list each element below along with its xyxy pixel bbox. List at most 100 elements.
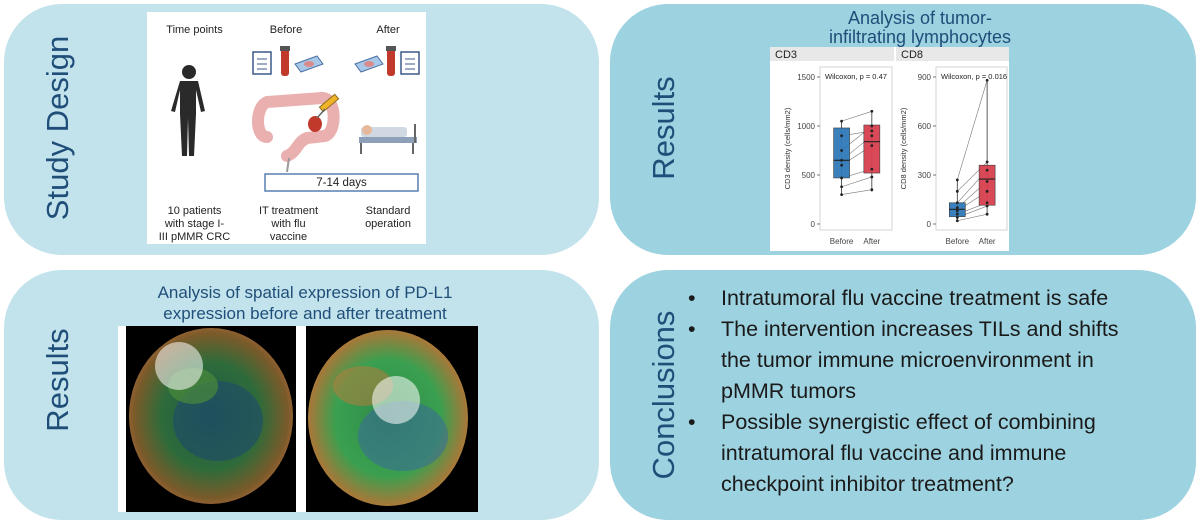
- header-time-points: Time points: [166, 24, 223, 36]
- data-point: [955, 219, 959, 223]
- data-point: [840, 185, 843, 189]
- conclusion-item: • The intervention increases TILs and sh…: [688, 314, 1183, 407]
- data-point: [955, 212, 959, 216]
- y-axis-label: CD8 density (cells/mm2): [899, 107, 908, 189]
- data-point: [840, 149, 843, 152]
- y-tick-label: 600: [918, 122, 932, 131]
- data-point: [955, 216, 959, 219]
- data-point: [985, 201, 989, 205]
- data-point: [840, 193, 843, 197]
- data-point: [870, 175, 874, 179]
- slide-icon-before: [294, 55, 324, 73]
- header-before: Before: [269, 24, 303, 36]
- til-title: Analysis of tumor- infiltrating lymphocy…: [828, 8, 1012, 47]
- y-tick-label: 1500: [797, 73, 815, 82]
- plot-area: [935, 66, 1008, 231]
- study-design-label: Study Design: [40, 35, 75, 221]
- data-point: [955, 206, 959, 210]
- tissue-image-after: [306, 326, 478, 512]
- caption-patients: 10 patients with stage I- III pMMR CRC: [158, 205, 231, 243]
- conclusions-list: • Intratumoral flu vaccine treatment is …: [688, 283, 1183, 500]
- pdl1-images-frame: [118, 326, 478, 512]
- tissue-image-before: [126, 326, 296, 512]
- data-point: [985, 160, 989, 164]
- wilcoxon-annotation: Wilcoxon, p = 0.47: [825, 72, 887, 81]
- data-point: [840, 119, 843, 123]
- pdl1-image-pair: [126, 326, 478, 512]
- facet-strip: [896, 47, 1009, 61]
- hospital-bed-icon: [359, 124, 417, 154]
- data-point: [840, 158, 843, 162]
- data-point: [870, 144, 874, 147]
- data-point: [870, 134, 874, 138]
- clipboard-icon-before: [252, 51, 272, 75]
- facet-title: CD3: [775, 49, 797, 61]
- data-point: [955, 178, 959, 182]
- y-tick-label: 300: [918, 171, 932, 180]
- y-tick-label: 0: [927, 220, 932, 229]
- facet-title: CD8: [901, 49, 923, 61]
- syringe-icon: [316, 93, 340, 119]
- data-point: [985, 180, 989, 183]
- y-tick-label: 0: [811, 220, 816, 229]
- data-point: [870, 124, 874, 128]
- patient-silhouette-icon: [171, 65, 205, 156]
- days-bar: [264, 173, 419, 192]
- data-point: [955, 209, 959, 213]
- data-point: [840, 163, 843, 167]
- data-point: [870, 129, 874, 133]
- region-marker-before: [155, 342, 203, 390]
- region-marker-after: [372, 376, 420, 424]
- data-point: [985, 212, 989, 216]
- pair-line: [841, 189, 872, 195]
- bullet-dot: •: [688, 410, 696, 434]
- study-design-figure: Time points Before After: [147, 12, 426, 244]
- facet-strip: [770, 47, 894, 61]
- data-point: [955, 189, 959, 193]
- caption-standard-operation: Standard operation: [365, 205, 411, 230]
- data-point: [985, 204, 989, 208]
- conclusion-item: • Possible synergistic effect of combini…: [688, 407, 1183, 500]
- data-point: [840, 134, 843, 138]
- clipboard-icon-after: [400, 51, 420, 75]
- conclusions-panel: [610, 270, 1196, 520]
- data-point: [870, 109, 874, 113]
- x-tick-label: After: [863, 237, 880, 246]
- x-tick-label: After: [979, 237, 996, 246]
- data-point: [870, 167, 874, 171]
- conclusions-label: Conclusions: [646, 310, 681, 480]
- colon-illustration-icon: [252, 91, 340, 173]
- caption-it-treatment: IT treatment with flu vaccine: [258, 205, 319, 243]
- data-point: [985, 189, 989, 193]
- header-after: After: [376, 24, 400, 36]
- blood-tube-icon: [280, 46, 290, 76]
- pair-line: [841, 111, 872, 122]
- results-label-top: Results: [646, 76, 681, 180]
- days-label: 7-14 days: [316, 177, 367, 189]
- data-point: [955, 201, 959, 205]
- y-axis-label: CD3 density (cells/mm2): [783, 107, 792, 189]
- y-tick-label: 1000: [797, 122, 815, 131]
- study-design-illustration: [171, 46, 420, 192]
- conclusion-item: • Intratumoral flu vaccine treatment is …: [688, 283, 1183, 314]
- data-point: [870, 188, 874, 192]
- x-tick-label: Before: [946, 237, 970, 246]
- results-label-bottom: Results: [40, 328, 75, 432]
- blood-tube-icon-after: [386, 46, 396, 76]
- bullet-dot: •: [688, 317, 696, 341]
- x-tick-label: Before: [830, 237, 854, 246]
- data-point: [840, 176, 843, 180]
- slide-icon-after: [354, 55, 384, 73]
- bullet-dot: •: [688, 286, 696, 310]
- data-point: [985, 78, 989, 82]
- y-tick-label: 900: [918, 73, 932, 82]
- pdl1-title: Analysis of spatial expression of PD-L1 …: [157, 283, 453, 323]
- pair-line: [957, 80, 988, 180]
- data-point: [985, 168, 989, 172]
- wilcoxon-annotation: Wilcoxon, p = 0.016: [941, 72, 1007, 81]
- pair-line: [957, 213, 988, 222]
- pair-line: [841, 176, 872, 188]
- y-tick-label: 500: [802, 171, 816, 180]
